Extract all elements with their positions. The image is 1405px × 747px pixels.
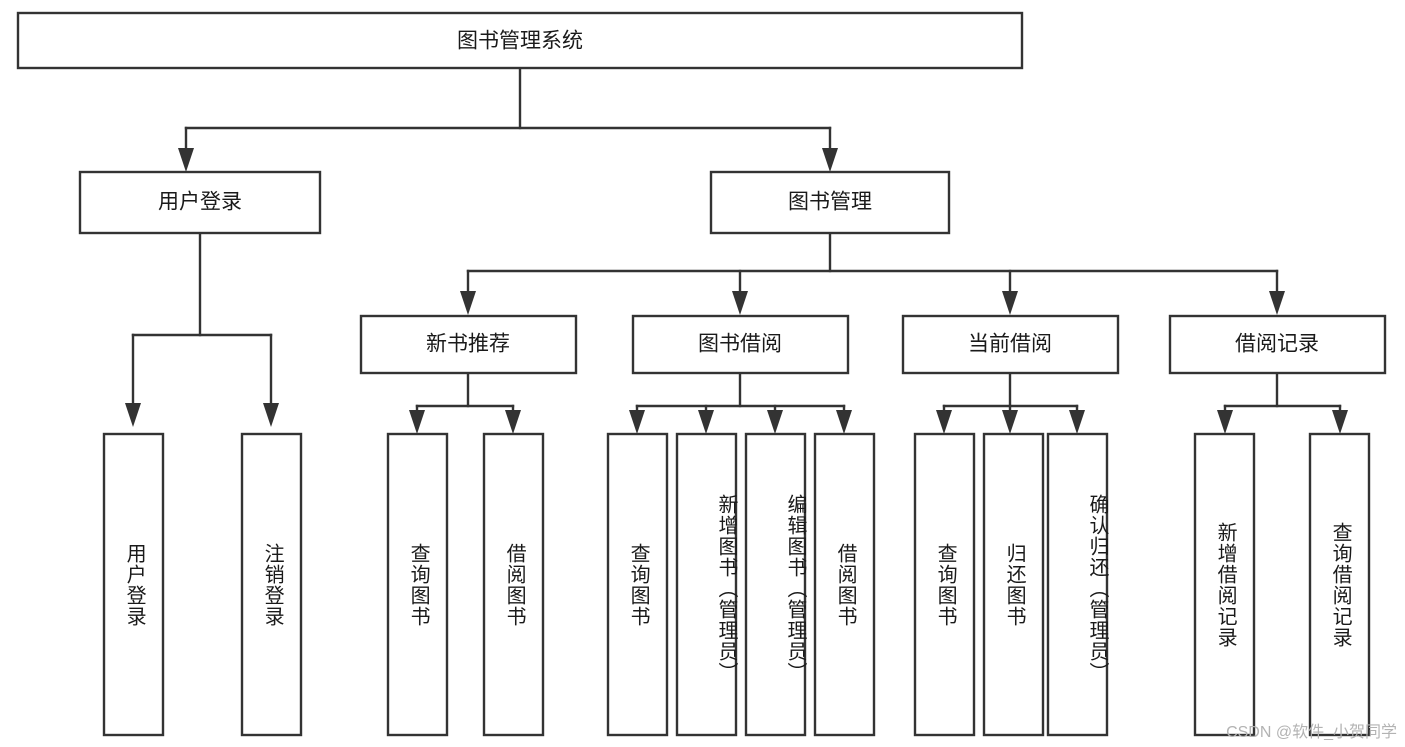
node-new-book-rec-box[interactable] <box>359 314 578 375</box>
node-leaf-borrow-book-2-box[interactable] <box>813 432 876 737</box>
node-new-book-rec-label: 新书推荐 <box>426 333 510 356</box>
arrow-to-leaf-query-book-1 <box>409 410 425 434</box>
node-leaf-logout-box[interactable] <box>240 432 303 737</box>
connector-group-book-manage <box>460 231 1285 315</box>
arrow-to-leaf-borrow-book-2 <box>836 410 852 434</box>
node-borrow-record[interactable]: 借阅记录 <box>1168 314 1387 375</box>
node-current-borrow[interactable]: 当前借阅 <box>901 314 1120 375</box>
csdn-watermark: CSDN @软件_小贺同学 <box>1226 724 1397 741</box>
node-leaf-user-login-box[interactable] <box>102 432 165 737</box>
node-leaf-borrow-book-1-box[interactable] <box>482 432 545 737</box>
node-user-login-box[interactable] <box>78 170 322 235</box>
arrow-root-to-book-manage <box>822 148 838 172</box>
arrow-to-leaf-borrow-book-1 <box>505 410 521 434</box>
connector-group-borrow-record <box>1217 371 1348 434</box>
arrow-to-leaf-user-login <box>125 403 141 427</box>
node-book-manage-label: 图书管理 <box>788 191 872 214</box>
connector-group-current-borrow <box>936 371 1085 434</box>
arrow-to-new-book-rec <box>460 291 476 315</box>
node-book-manage-box[interactable] <box>709 170 951 235</box>
connector-group-book-borrow <box>629 371 852 434</box>
node-leaf-edit-book-box[interactable] <box>744 432 807 737</box>
arrow-to-leaf-logout <box>263 403 279 427</box>
connector-group-new-book-rec <box>409 371 521 434</box>
node-leaf-add-book-box[interactable] <box>675 432 738 737</box>
node-current-borrow-label: 当前借阅 <box>968 333 1052 356</box>
connector-group-root <box>178 66 838 172</box>
arrow-to-leaf-add-record <box>1217 410 1233 434</box>
node-leaf-return-book-box[interactable] <box>982 432 1045 737</box>
node-root-box[interactable] <box>16 11 1024 70</box>
node-leaf-query-book-3-box[interactable] <box>913 432 976 737</box>
arrow-to-leaf-edit-book <box>767 410 783 434</box>
arrow-to-leaf-add-book <box>698 410 714 434</box>
arrow-to-leaf-query-book-2 <box>629 410 645 434</box>
arrow-to-book-borrow <box>732 291 748 315</box>
arrow-to-leaf-query-record <box>1332 410 1348 434</box>
node-root[interactable]: 图书管理系统 <box>16 11 1024 70</box>
arrow-to-leaf-query-book-3 <box>936 410 952 434</box>
node-user-login-label: 用户登录 <box>158 191 242 214</box>
node-leaf-query-book-1-box[interactable] <box>386 432 449 737</box>
arrow-to-leaf-return-book <box>1002 410 1018 434</box>
arrow-to-borrow-record <box>1269 291 1285 315</box>
node-borrow-record-label: 借阅记录 <box>1235 333 1319 356</box>
node-book-manage[interactable]: 图书管理 <box>709 170 951 235</box>
node-root-label: 图书管理系统 <box>457 30 583 53</box>
node-book-borrow-box[interactable] <box>631 314 850 375</box>
node-borrow-record-box[interactable] <box>1168 314 1387 375</box>
node-leaf-query-record-box[interactable] <box>1308 432 1371 737</box>
node-current-borrow-box[interactable] <box>901 314 1120 375</box>
node-new-book-rec[interactable]: 新书推荐 <box>359 314 578 375</box>
arrow-to-current-borrow <box>1002 291 1018 315</box>
node-leaf-confirm-return-box[interactable] <box>1046 432 1109 737</box>
node-book-borrow-label: 图书借阅 <box>698 333 782 356</box>
node-book-borrow[interactable]: 图书借阅 <box>631 314 850 375</box>
node-leaf-query-book-2-box[interactable] <box>606 432 669 737</box>
node-user-login[interactable]: 用户登录 <box>78 170 322 235</box>
arrow-to-leaf-confirm-return <box>1069 410 1085 434</box>
arrow-root-to-user-login <box>178 148 194 172</box>
connector-group-user-login <box>125 231 279 427</box>
node-leaf-add-record-box[interactable] <box>1193 432 1256 737</box>
